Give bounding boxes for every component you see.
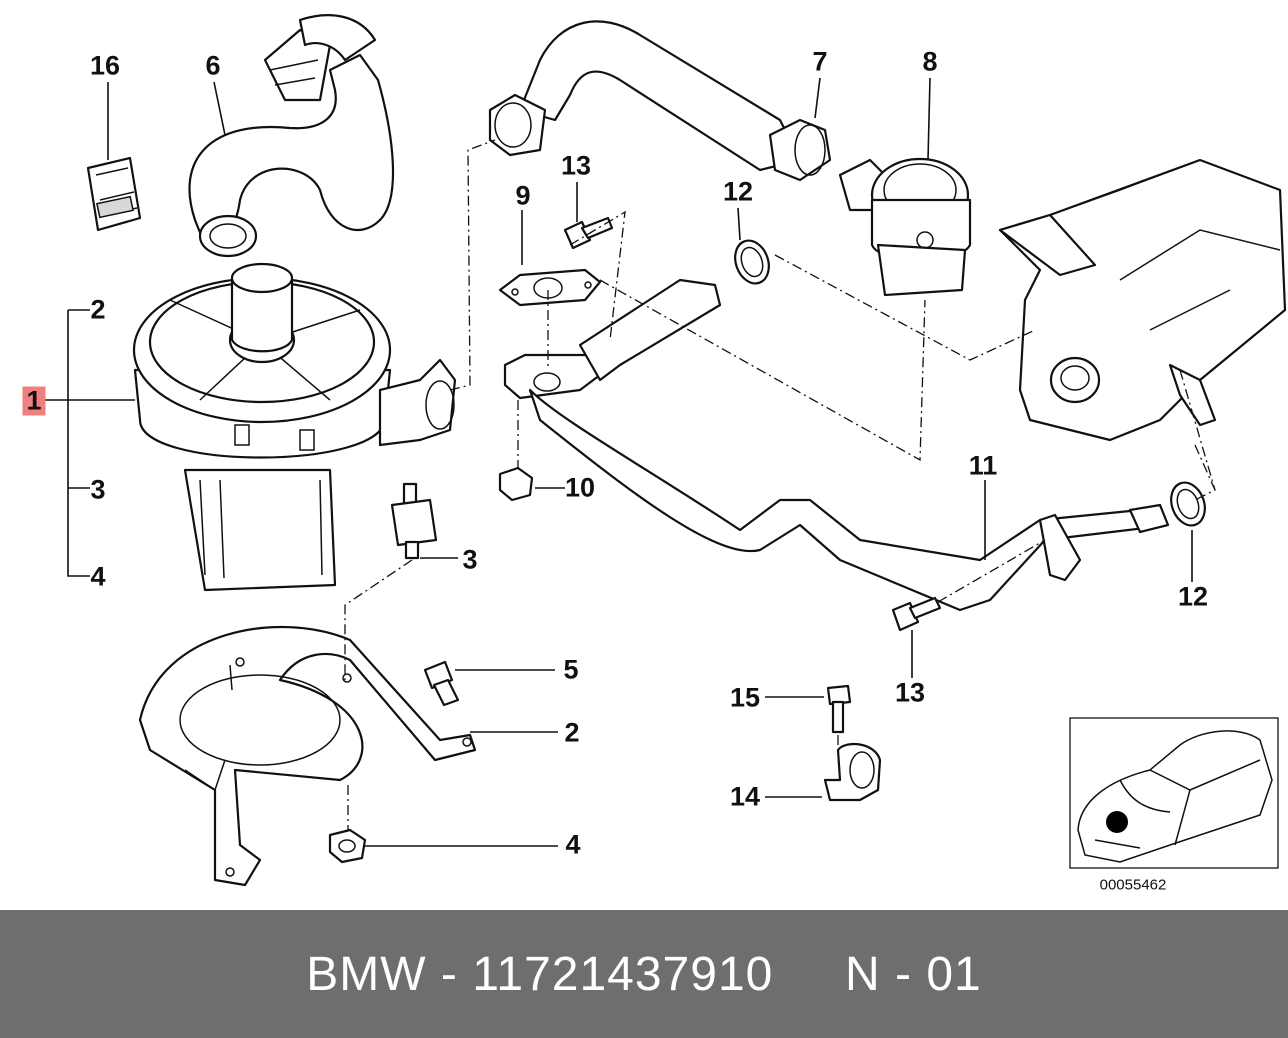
callout-10: 10 (564, 472, 596, 503)
part-5-bolt (423, 660, 460, 707)
callout-8: 8 (922, 46, 938, 77)
callout-11: 11 (968, 450, 998, 481)
part-8-valve (838, 157, 972, 297)
part-13-bolt-lower (891, 596, 942, 632)
part-1-air-pump (132, 262, 457, 592)
callout-14: 14 (729, 781, 761, 812)
callout-13-upper: 13 (560, 150, 592, 181)
part-15-bolt (826, 684, 852, 734)
diagram-reference-number: 00055462 (1099, 876, 1167, 894)
assembly-lines (344, 139, 1216, 830)
parts-diagram (44, 14, 1287, 887)
callout-3-left: 3 (90, 474, 106, 505)
callout-3-right: 3 (462, 544, 478, 575)
part-11-pipe (503, 278, 1170, 612)
callout-4-lower: 4 (565, 829, 581, 860)
callout-4-left: 4 (90, 561, 106, 592)
callout-12-upper: 12 (722, 176, 754, 207)
callout-2-lower: 2 (564, 717, 580, 748)
part-number-caption: BMW - 11721437910 N - 01 (306, 947, 982, 1001)
part-14-clip (823, 742, 882, 802)
part-7-hose (488, 20, 832, 182)
engine-block (998, 158, 1287, 442)
callout-15: 15 (729, 682, 761, 713)
callout-1: 1 (22, 386, 46, 416)
part-3-rubber-mount (390, 482, 438, 560)
callout-2-upper: 2 (90, 294, 106, 325)
part-2-bracket (138, 625, 477, 887)
callout-9: 9 (515, 180, 531, 211)
callout-12-lower: 12 (1177, 581, 1209, 612)
part-9-gasket (498, 268, 602, 307)
callout-5: 5 (563, 654, 579, 685)
callout-7: 7 (812, 46, 828, 77)
callout-13-lower: 13 (894, 677, 926, 708)
part-12-seal-ring-upper (734, 239, 770, 285)
footer-bar: BMW - 11721437910 N - 01 (0, 910, 1288, 1038)
part-10-nut (498, 466, 534, 502)
part-16-clamp (86, 156, 142, 232)
part-6-hose (188, 14, 395, 258)
callout-6: 6 (205, 50, 221, 81)
part-4-nut (328, 828, 367, 864)
leader-lines (44, 77, 1193, 847)
callout-16: 16 (89, 50, 121, 81)
inset-car-locator (1069, 717, 1279, 869)
part-12-seal-ring-lower (1170, 481, 1206, 527)
